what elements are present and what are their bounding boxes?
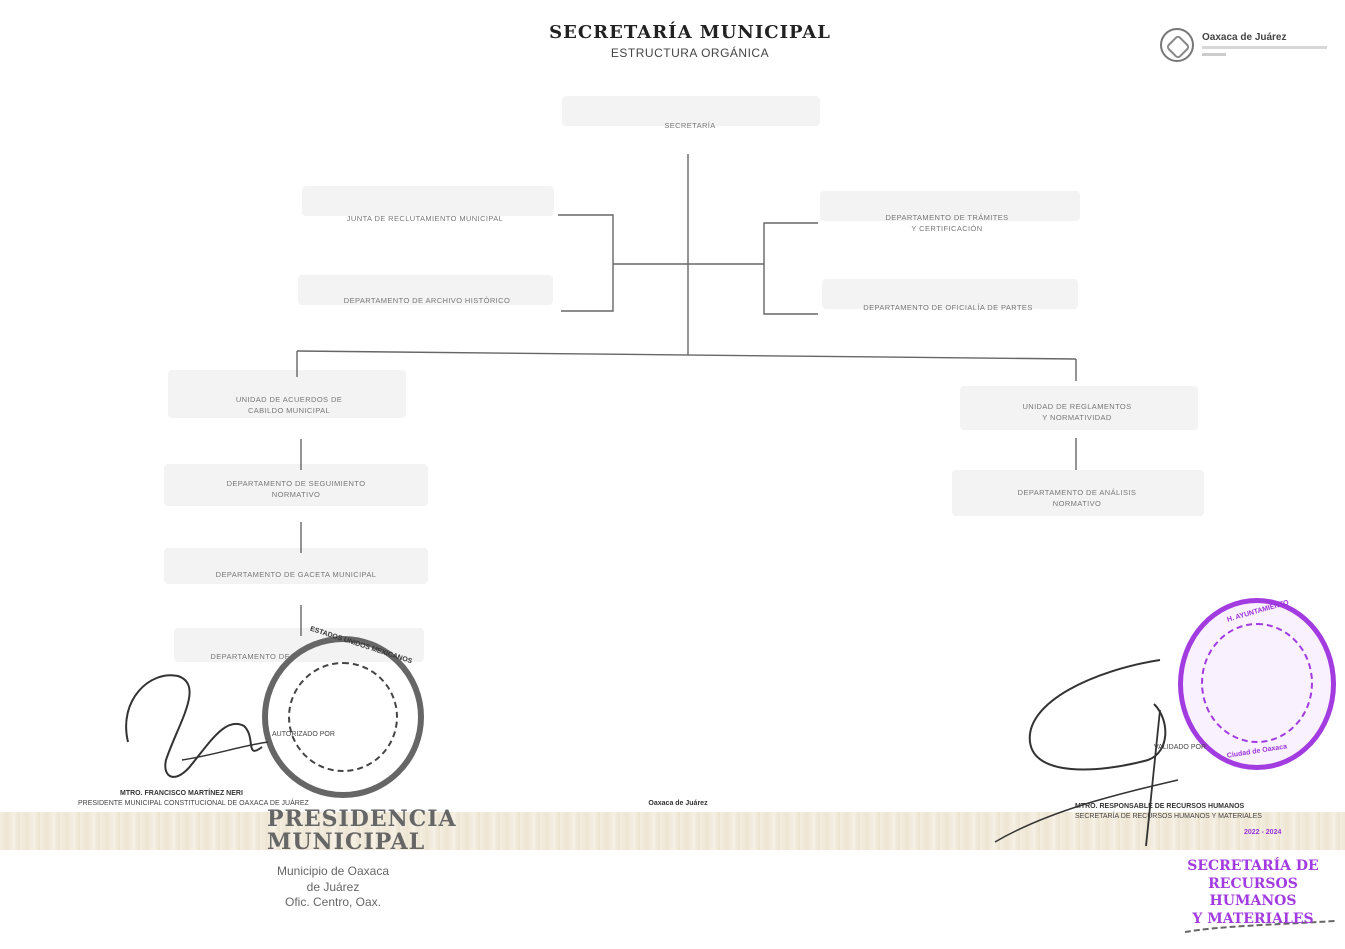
logo-decoration [1202, 46, 1327, 49]
faded-block [822, 279, 1078, 309]
page-title: SECRETARÍA MUNICIPAL [549, 22, 831, 43]
secretariat-stamp-text: SECRETARÍA DE RECURSOS HUMANOS Y MATERIA… [1187, 858, 1319, 927]
org-node-archivo-historico: DEPARTAMENTO DE ARCHIVO HISTÓRICO [343, 296, 511, 305]
org-node-oficialia-partes: DEPARTAMENTO DE OFICIALÍA DE PARTES [863, 303, 1033, 312]
faded-block [164, 464, 428, 506]
purple-emblem-icon [1201, 623, 1313, 743]
org-node-tramites-certificacion: DEPARTAMENTO DE TRÁMITES Y CERTIFICACIÓN [885, 213, 1009, 233]
municipal-emblem-icon [1160, 28, 1194, 62]
faded-block [302, 186, 554, 216]
faded-block [820, 191, 1080, 221]
org-node-reglamentos: UNIDAD DE REGLAMENTOS Y NORMATIVIDAD [1022, 402, 1132, 422]
center-logo-text: Oaxaca de Juárez [648, 800, 708, 807]
page-subtitle: ESTRUCTURA ORGÁNICA [610, 46, 770, 60]
faded-block [168, 370, 406, 418]
org-node-gaceta-municipal: DEPARTAMENTO DE GACETA MUNICIPAL [215, 570, 377, 579]
eagle-seal-icon [288, 662, 398, 772]
right-signer-name: MTRO. RESPONSABLE DE RECURSOS HUMANOS [1075, 803, 1245, 810]
org-node-acuerdos-cabildo: UNIDAD DE ACUERDOS DE CABILDO MUNICIPAL [235, 395, 343, 415]
mexico-state-seal [262, 636, 424, 798]
logo-decoration-small [1202, 53, 1226, 56]
org-node-partially-covered: DEPARTAMENTO DE [210, 652, 290, 661]
org-node-junta-reclutamiento: JUNTA DE RECLUTAMIENTO MUNICIPAL [346, 214, 504, 223]
faded-block [562, 96, 820, 126]
municipal-logo: Oaxaca de Juárez [1160, 28, 1335, 64]
faded-block [952, 470, 1204, 516]
faded-block [960, 386, 1198, 430]
presidency-stamp-text: PRESIDENCIA MUNICIPAL [267, 806, 457, 856]
right-signer-role: SECRETARÍA DE RECURSOS HUMANOS Y MATERIA… [1075, 813, 1262, 820]
faded-block [164, 548, 428, 584]
left-signer-name: MTRO. FRANCISCO MARTÍNEZ NERI [120, 790, 243, 797]
org-node-seguimiento-normativo: DEPARTAMENTO DE SEGUIMIENTO NORMATIVO [226, 479, 366, 499]
municipal-purple-seal [1178, 598, 1336, 770]
left-signer-role: PRESIDENTE MUNICIPAL CONSTITUCIONAL DE O… [78, 800, 309, 807]
org-node-secretaria: SECRETARÍA [664, 121, 716, 130]
org-node-analisis-normativo: DEPARTAMENTO DE ANÁLISIS NORMATIVO [1017, 488, 1137, 508]
left-signature-label: AUTORIZADO POR [272, 731, 335, 738]
administration-years: 2022 - 2024 [1244, 829, 1282, 836]
faded-block [298, 275, 553, 305]
logo-name: Oaxaca de Juárez [1202, 32, 1287, 43]
right-signature-label: VALIDADO POR [1154, 744, 1206, 751]
municipality-stamp-text: Municipio de Oaxaca de Juárez Ofic. Cent… [276, 864, 390, 910]
